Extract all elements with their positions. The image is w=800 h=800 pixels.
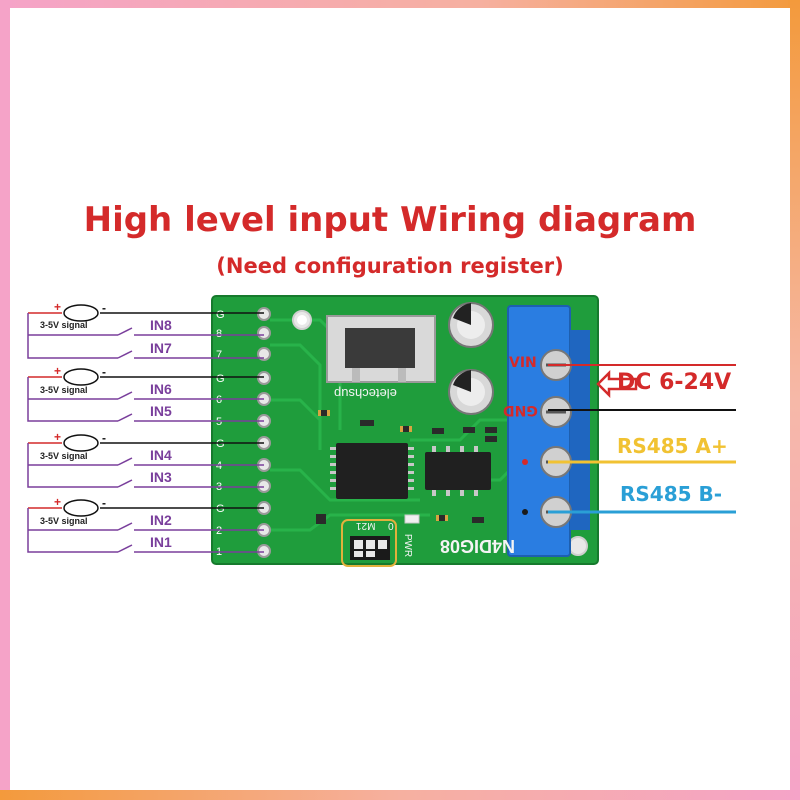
power-wires bbox=[548, 364, 736, 514]
signal-label: 3-5V signal bbox=[40, 451, 88, 461]
svg-text:5: 5 bbox=[216, 416, 222, 428]
capacitor bbox=[448, 302, 494, 348]
svg-text:4: 4 bbox=[216, 460, 222, 472]
svg-text:8: 8 bbox=[216, 328, 222, 340]
svg-text:2: 2 bbox=[216, 525, 222, 537]
signal-label: 3-5V signal bbox=[40, 320, 88, 330]
svg-text:-: - bbox=[102, 496, 106, 510]
diagram-title: High level input Wiring diagram bbox=[83, 200, 697, 240]
pwr-led bbox=[404, 514, 420, 524]
svg-text:6: 6 bbox=[216, 394, 222, 406]
svg-text:-: - bbox=[102, 431, 106, 445]
svg-text:-: - bbox=[102, 301, 106, 315]
gnd-label: GND bbox=[503, 402, 538, 418]
model-silkscreen: N4DIG08 bbox=[440, 536, 516, 556]
rs485-a-label: RS485 A+ bbox=[617, 434, 728, 458]
input-wiring bbox=[27, 312, 264, 553]
input-label-in7: IN7 bbox=[150, 340, 172, 356]
svg-text:G: G bbox=[216, 373, 225, 385]
svg-text:G: G bbox=[216, 438, 225, 450]
signal-source-icon bbox=[63, 304, 99, 517]
vin-label: VIN bbox=[509, 355, 537, 371]
m21-jumper bbox=[341, 519, 397, 567]
svg-text:+: + bbox=[54, 364, 61, 378]
terminal-block bbox=[507, 305, 590, 557]
input-label-in1: IN1 bbox=[150, 534, 172, 550]
input-label-in8: IN8 bbox=[150, 317, 172, 333]
diagram-subtitle: (Need configuration register) bbox=[216, 254, 564, 278]
svg-text:G: G bbox=[216, 309, 225, 321]
ic-chip-main bbox=[330, 443, 414, 499]
rs485-b-label: RS485 B- bbox=[620, 482, 723, 506]
input-label-in5: IN5 bbox=[150, 403, 172, 419]
pwr-silkscreen: PWR bbox=[402, 533, 414, 558]
capacitor bbox=[448, 369, 494, 415]
signal-label: 3-5V signal bbox=[40, 516, 88, 526]
input-label-in3: IN3 bbox=[150, 469, 172, 485]
mounting-hole bbox=[568, 536, 588, 556]
svg-text:+: + bbox=[54, 300, 61, 314]
hollow-left-arrow-icon bbox=[596, 369, 638, 399]
signal-label: 3-5V signal bbox=[40, 385, 88, 395]
input-label-in2: IN2 bbox=[150, 512, 172, 528]
svg-text:7: 7 bbox=[216, 349, 222, 361]
zero-silkscreen: 0 bbox=[388, 520, 394, 531]
brand-silkscreen: eletechsup bbox=[334, 386, 397, 401]
ic-chip-rs485 bbox=[425, 446, 491, 496]
m21-silkscreen: M21 bbox=[356, 520, 376, 531]
voltage-regulator bbox=[326, 315, 436, 383]
svg-text:+: + bbox=[54, 495, 61, 509]
input-label-in6: IN6 bbox=[150, 381, 172, 397]
input-label-in4: IN4 bbox=[150, 447, 172, 463]
svg-text:+: + bbox=[54, 430, 61, 444]
svg-text:-: - bbox=[102, 365, 106, 379]
dc-power-label: DC 6-24V bbox=[617, 370, 732, 395]
svg-text:G: G bbox=[216, 503, 225, 515]
